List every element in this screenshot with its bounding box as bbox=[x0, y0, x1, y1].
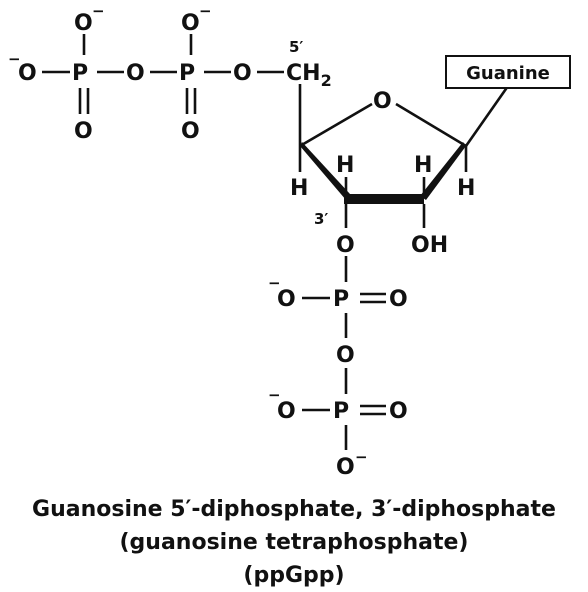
ch2-label: CH2 bbox=[286, 61, 332, 90]
bond-glycosidic bbox=[464, 85, 510, 147]
atom-oxygen: O bbox=[389, 399, 408, 424]
atom-oxygen: O bbox=[336, 343, 355, 368]
atom-hydrogen: H bbox=[457, 176, 475, 201]
atom-oxygen: O bbox=[233, 61, 252, 86]
atom-oxygen: O bbox=[181, 11, 200, 36]
atom-oxygen: O bbox=[389, 287, 408, 312]
bond-wedge-right bbox=[420, 142, 466, 200]
ppgpp-structure-diagram: − O P O − O O P O − O O 5′ CH2 bbox=[8, 2, 571, 480]
atom-oxygen: O bbox=[336, 233, 355, 258]
ch2-text: CH bbox=[286, 61, 321, 86]
atom-oxygen: O bbox=[277, 287, 296, 312]
charge-minus: − bbox=[268, 386, 281, 404]
bond-wedge-left bbox=[300, 142, 350, 200]
atom-phosphorus: P bbox=[333, 399, 349, 424]
charge-minus: − bbox=[92, 2, 105, 20]
atom-oxygen: O bbox=[74, 119, 93, 144]
atom-phosphorus: P bbox=[72, 61, 88, 86]
caption: Guanosine 5′-diphosphate, 3′-diphosphate… bbox=[0, 493, 588, 592]
ring-oxygen: O bbox=[373, 89, 392, 114]
hydroxyl-label: OH bbox=[411, 233, 448, 258]
bond-single bbox=[299, 102, 373, 148]
atom-oxygen: O bbox=[181, 119, 200, 144]
atom-hydrogen: H bbox=[290, 176, 308, 201]
three-prime-diphosphate-group: − O P O O − O P O O − bbox=[268, 256, 408, 480]
atom-phosphorus: P bbox=[179, 61, 195, 86]
atom-oxygen: O bbox=[126, 61, 145, 86]
atom-hydrogen: H bbox=[414, 153, 432, 178]
carbon-3-prime-label: 3′ bbox=[314, 210, 328, 228]
charge-minus: − bbox=[268, 274, 281, 292]
charge-minus: − bbox=[199, 2, 212, 20]
charge-minus: − bbox=[355, 448, 368, 466]
caption-line-1: Guanosine 5′-diphosphate, 3′-diphosphate bbox=[32, 497, 556, 522]
atom-hydrogen: H bbox=[336, 153, 354, 178]
guanine-box bbox=[445, 55, 571, 89]
carbon-5-prime-label: 5′ bbox=[289, 38, 303, 56]
bond-single bbox=[395, 102, 467, 148]
five-prime-diphosphate-group: − O P O − O O P O − O O 5′ CH2 bbox=[8, 2, 332, 144]
atom-oxygen: O bbox=[18, 61, 37, 86]
guanine-label: Guanine bbox=[466, 63, 550, 84]
caption-line-2: (guanosine tetraphosphate) bbox=[119, 530, 469, 555]
atom-oxygen: O bbox=[336, 455, 355, 480]
atom-oxygen: O bbox=[277, 399, 296, 424]
atom-oxygen: O bbox=[74, 11, 93, 36]
ch2-subscript: 2 bbox=[321, 71, 332, 90]
atom-phosphorus: P bbox=[333, 287, 349, 312]
ribose-ring: O H H H H Guanine 3′ OH O bbox=[290, 55, 571, 258]
caption-line-3: (ppGpp) bbox=[243, 563, 345, 588]
charge-minus: − bbox=[8, 50, 21, 68]
